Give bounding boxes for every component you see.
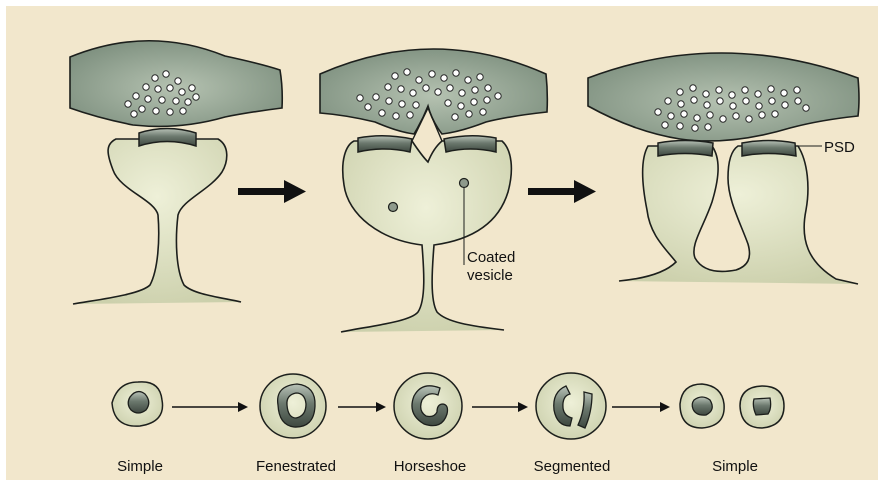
stage-label: Simple <box>712 458 758 475</box>
psd-left <box>658 141 713 157</box>
psd-left <box>358 136 412 152</box>
stage-label: Segmented <box>534 458 611 475</box>
psd-right <box>742 141 796 157</box>
coated-vesicle-label: vesicle <box>467 267 513 284</box>
coated-vesicle-label: Coated <box>467 249 515 266</box>
coated-vesicle <box>460 179 469 188</box>
coated-vesicle <box>389 203 398 212</box>
psd-label: PSD <box>824 139 855 156</box>
stage-label: Simple <box>117 458 163 475</box>
psd-right <box>444 136 496 152</box>
horseshoe-psd-icon <box>394 373 462 439</box>
stage-label: Fenestrated <box>256 458 336 475</box>
stage-label: Horseshoe <box>394 458 467 475</box>
simple-psd-icon <box>112 382 163 426</box>
fenestrated-psd-icon <box>260 374 326 438</box>
segmented-psd-icon <box>536 373 606 439</box>
